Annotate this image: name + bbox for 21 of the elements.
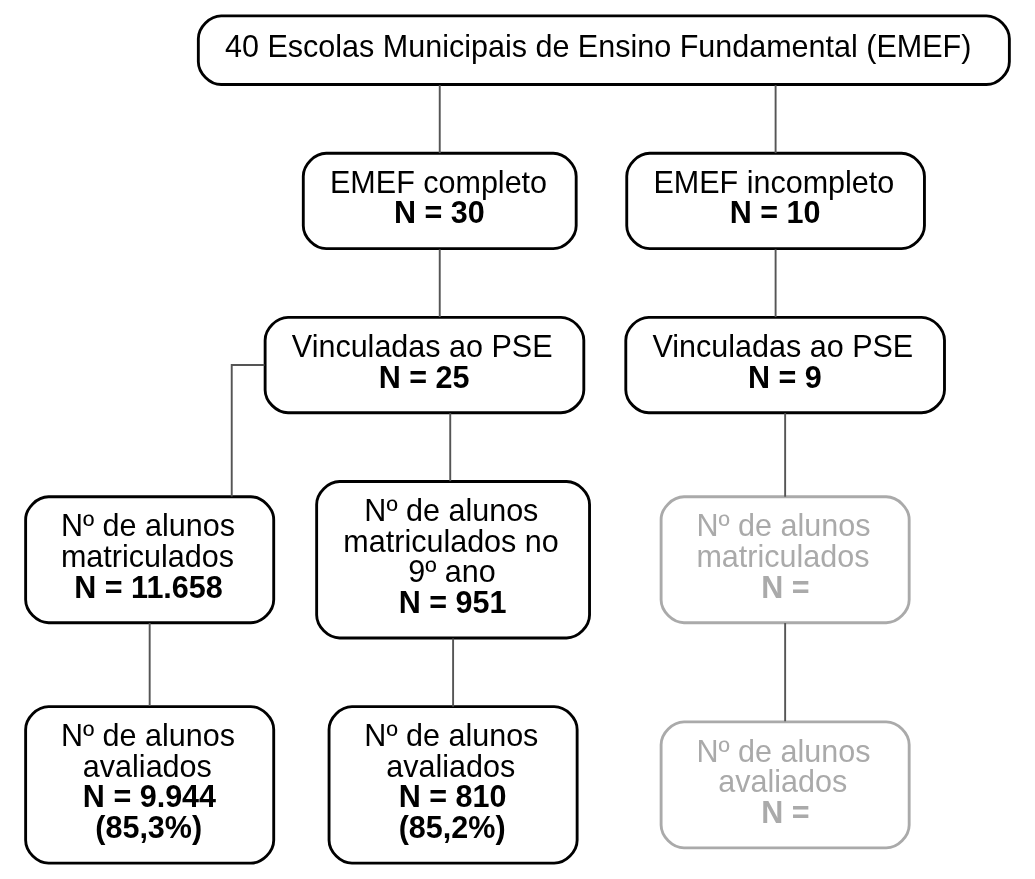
node-box: Nº de alunos avaliados N = 810 (85,2%) [327,705,579,865]
node-box: 40 Escolas Municipais de Ensino Fundamental (EMEF) [196,14,1011,86]
connector [784,412,787,498]
connector [774,84,777,154]
connector [784,622,787,723]
connector [230,364,266,498]
node-box: Nº de alunos matriculados N = 11.658 [24,495,276,625]
connector [774,248,777,318]
node-box: EMEF incompleto N = 10 [625,151,926,251]
node-box: Nº de alunos matriculados no 9º ano N = 951 [315,480,591,640]
node-box: Vinculadas ao PSE N = 9 [624,315,946,415]
connector [438,248,441,318]
node-box: Vinculadas ao PSE N = 25 [263,315,586,415]
node-box: Nº de alunos matriculados N = [659,495,911,625]
node-box: Nº de alunos avaliados N = [659,720,911,850]
connector [148,622,151,707]
node-box: Nº de alunos avaliados N = 9.944 (85,3%) [24,705,276,865]
connector [449,412,452,483]
connector [452,637,455,708]
connector [438,84,441,154]
node-box: EMEF completo N = 30 [301,151,578,251]
